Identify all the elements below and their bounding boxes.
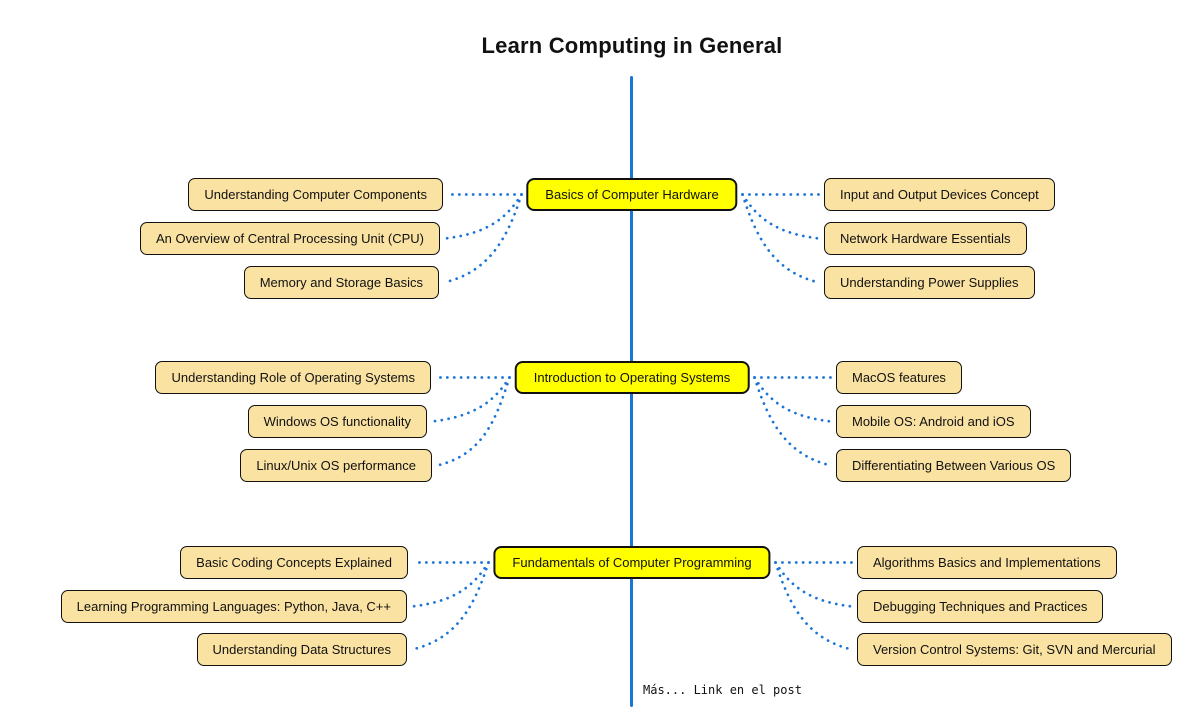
subtopic-node[interactable]: Algorithms Basics and Implementations (857, 546, 1117, 579)
subtopic-node[interactable]: Windows OS functionality (247, 405, 427, 438)
connector-path (753, 376, 833, 467)
connector-path (410, 561, 490, 651)
connector-path (430, 376, 511, 423)
subtopic-node[interactable]: Version Control Systems: Git, SVN and Me… (857, 633, 1172, 666)
subtopic-node[interactable]: An Overview of Central Processing Unit (… (139, 222, 440, 255)
subtopic-node[interactable]: Debugging Techniques and Practices (857, 590, 1104, 623)
subtopic-node[interactable]: Memory and Storage Basics (243, 266, 439, 299)
subtopic-node[interactable]: Learning Programming Languages: Python, … (60, 590, 407, 623)
connector-path (741, 193, 821, 284)
subtopic-node[interactable]: Understanding Data Structures (196, 633, 407, 666)
connector-path (774, 561, 854, 651)
footer-note: Más... Link en el post (643, 683, 802, 697)
subtopic-node[interactable]: Input and Output Devices Concept (824, 178, 1055, 211)
subtopic-node[interactable]: MacOS features (836, 361, 962, 394)
subtopic-node[interactable]: Understanding Role of Operating Systems (155, 361, 431, 394)
connector-path (774, 561, 854, 608)
page-title: Learn Computing in General (481, 33, 783, 58)
subtopic-node[interactable]: Linux/Unix OS performance (240, 449, 432, 482)
connector-path (435, 376, 511, 467)
connector-path (410, 561, 490, 608)
topic-node-operating-systems[interactable]: Introduction to Operating Systems (514, 361, 750, 394)
subtopic-node[interactable]: Understanding Computer Components (188, 178, 443, 211)
topic-node-programming[interactable]: Fundamentals of Computer Programming (493, 546, 771, 579)
subtopic-node[interactable]: Differentiating Between Various OS (836, 449, 1072, 482)
topic-node-hardware[interactable]: Basics of Computer Hardware (526, 178, 738, 211)
subtopic-node[interactable]: Basic Coding Concepts Explained (180, 546, 408, 579)
connector-path (753, 376, 833, 423)
connector-path (443, 193, 523, 240)
subtopic-node[interactable]: Mobile OS: Android and iOS (836, 405, 1031, 438)
subtopic-node[interactable]: Network Hardware Essentials (824, 222, 1027, 255)
subtopic-node[interactable]: Understanding Power Supplies (824, 266, 1035, 299)
connector-path (741, 193, 821, 240)
connector-path (442, 193, 523, 284)
